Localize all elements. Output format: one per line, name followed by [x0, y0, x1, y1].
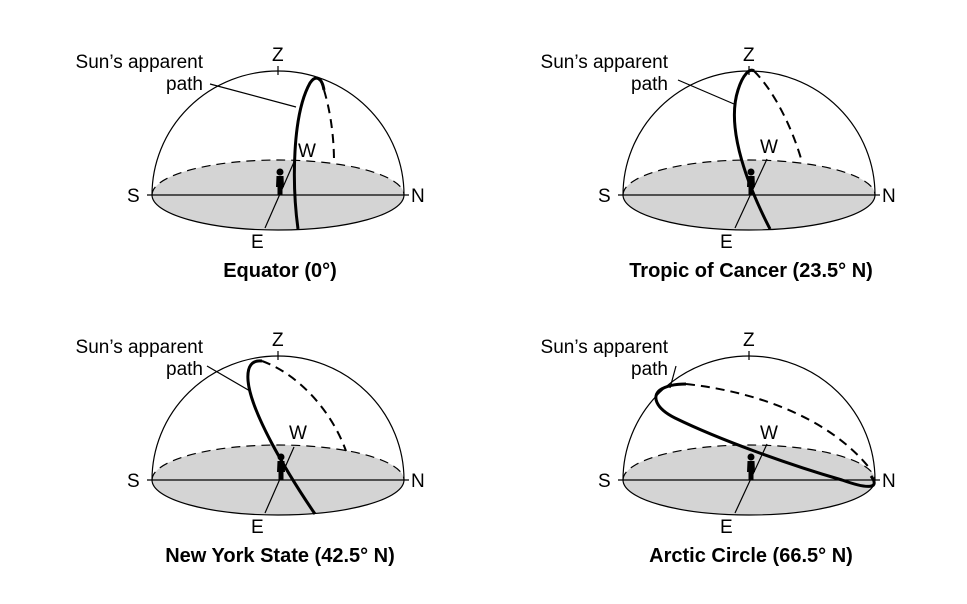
label-west: W — [760, 137, 778, 158]
path-label-line1: Sun’s apparent — [541, 337, 669, 358]
path-pointer-line — [206, 365, 251, 392]
label-south: S — [127, 186, 140, 207]
path-label-line2: path — [166, 74, 203, 95]
horizon-edge-back — [151, 444, 405, 481]
horizon-edge-back — [151, 159, 405, 196]
sun-path-hidden — [685, 383, 872, 471]
sun-path-visible — [292, 76, 326, 230]
label-east: E — [720, 232, 733, 253]
label-south: S — [598, 186, 611, 207]
sun-path-visible — [654, 382, 876, 488]
path-label-line1: Sun’s apparent — [76, 52, 204, 73]
label-east: E — [720, 517, 733, 538]
panel-caption: Equator (0°) — [223, 260, 337, 282]
label-zenith: Z — [272, 45, 284, 66]
panel-arctic-circle: Sun’s apparent path Z S N W E Arctic Cir… — [541, 330, 896, 567]
path-label-line2: path — [166, 359, 203, 380]
label-north: N — [411, 471, 425, 492]
sun-path-hidden — [261, 360, 347, 452]
label-east: E — [251, 517, 264, 538]
horizon-edge-back — [622, 159, 876, 196]
path-label-line2: path — [631, 74, 668, 95]
path-pointer-line — [669, 365, 677, 389]
panel-new-york-state: Sun’s apparent path Z S N W E New York S… — [76, 330, 425, 567]
path-pointer-line — [677, 79, 735, 105]
path-label-line1: Sun’s apparent — [541, 52, 669, 73]
path-label-line2: path — [631, 359, 668, 380]
sun-path-hidden — [753, 70, 803, 163]
horizon-edge-front — [151, 479, 405, 516]
sun-path-visible — [246, 359, 317, 515]
east-west-line — [264, 446, 295, 514]
label-south: S — [598, 471, 611, 492]
label-north: N — [882, 471, 896, 492]
label-zenith: Z — [272, 330, 284, 351]
label-north: N — [411, 186, 425, 207]
horizon-edge-front — [622, 194, 876, 231]
path-pointer-line — [209, 83, 297, 108]
panel-equator: Sun’s apparent path Z S N W E Equator (0… — [76, 45, 425, 282]
path-label-line1: Sun’s apparent — [76, 337, 204, 358]
label-west: W — [760, 423, 778, 444]
label-west: W — [298, 141, 316, 162]
horizon-edge-back — [622, 444, 876, 481]
label-north: N — [882, 186, 896, 207]
panel-caption: Arctic Circle (66.5° N) — [649, 545, 853, 567]
label-zenith: Z — [743, 330, 755, 351]
panel-caption: New York State (42.5° N) — [165, 545, 395, 567]
sun-path-hidden — [323, 89, 335, 163]
east-west-line — [264, 161, 295, 229]
panel-tropic-of-cancer: Sun’s apparent path Z S N W E Tropic of … — [541, 45, 896, 282]
label-west: W — [289, 423, 307, 444]
sun-path-visible — [733, 68, 772, 230]
label-zenith: Z — [743, 45, 755, 66]
horizon-edge-front — [151, 194, 405, 231]
horizon-edge-front — [622, 479, 876, 516]
label-south: S — [127, 471, 140, 492]
label-east: E — [251, 232, 264, 253]
panel-caption: Tropic of Cancer (23.5° N) — [629, 260, 873, 282]
